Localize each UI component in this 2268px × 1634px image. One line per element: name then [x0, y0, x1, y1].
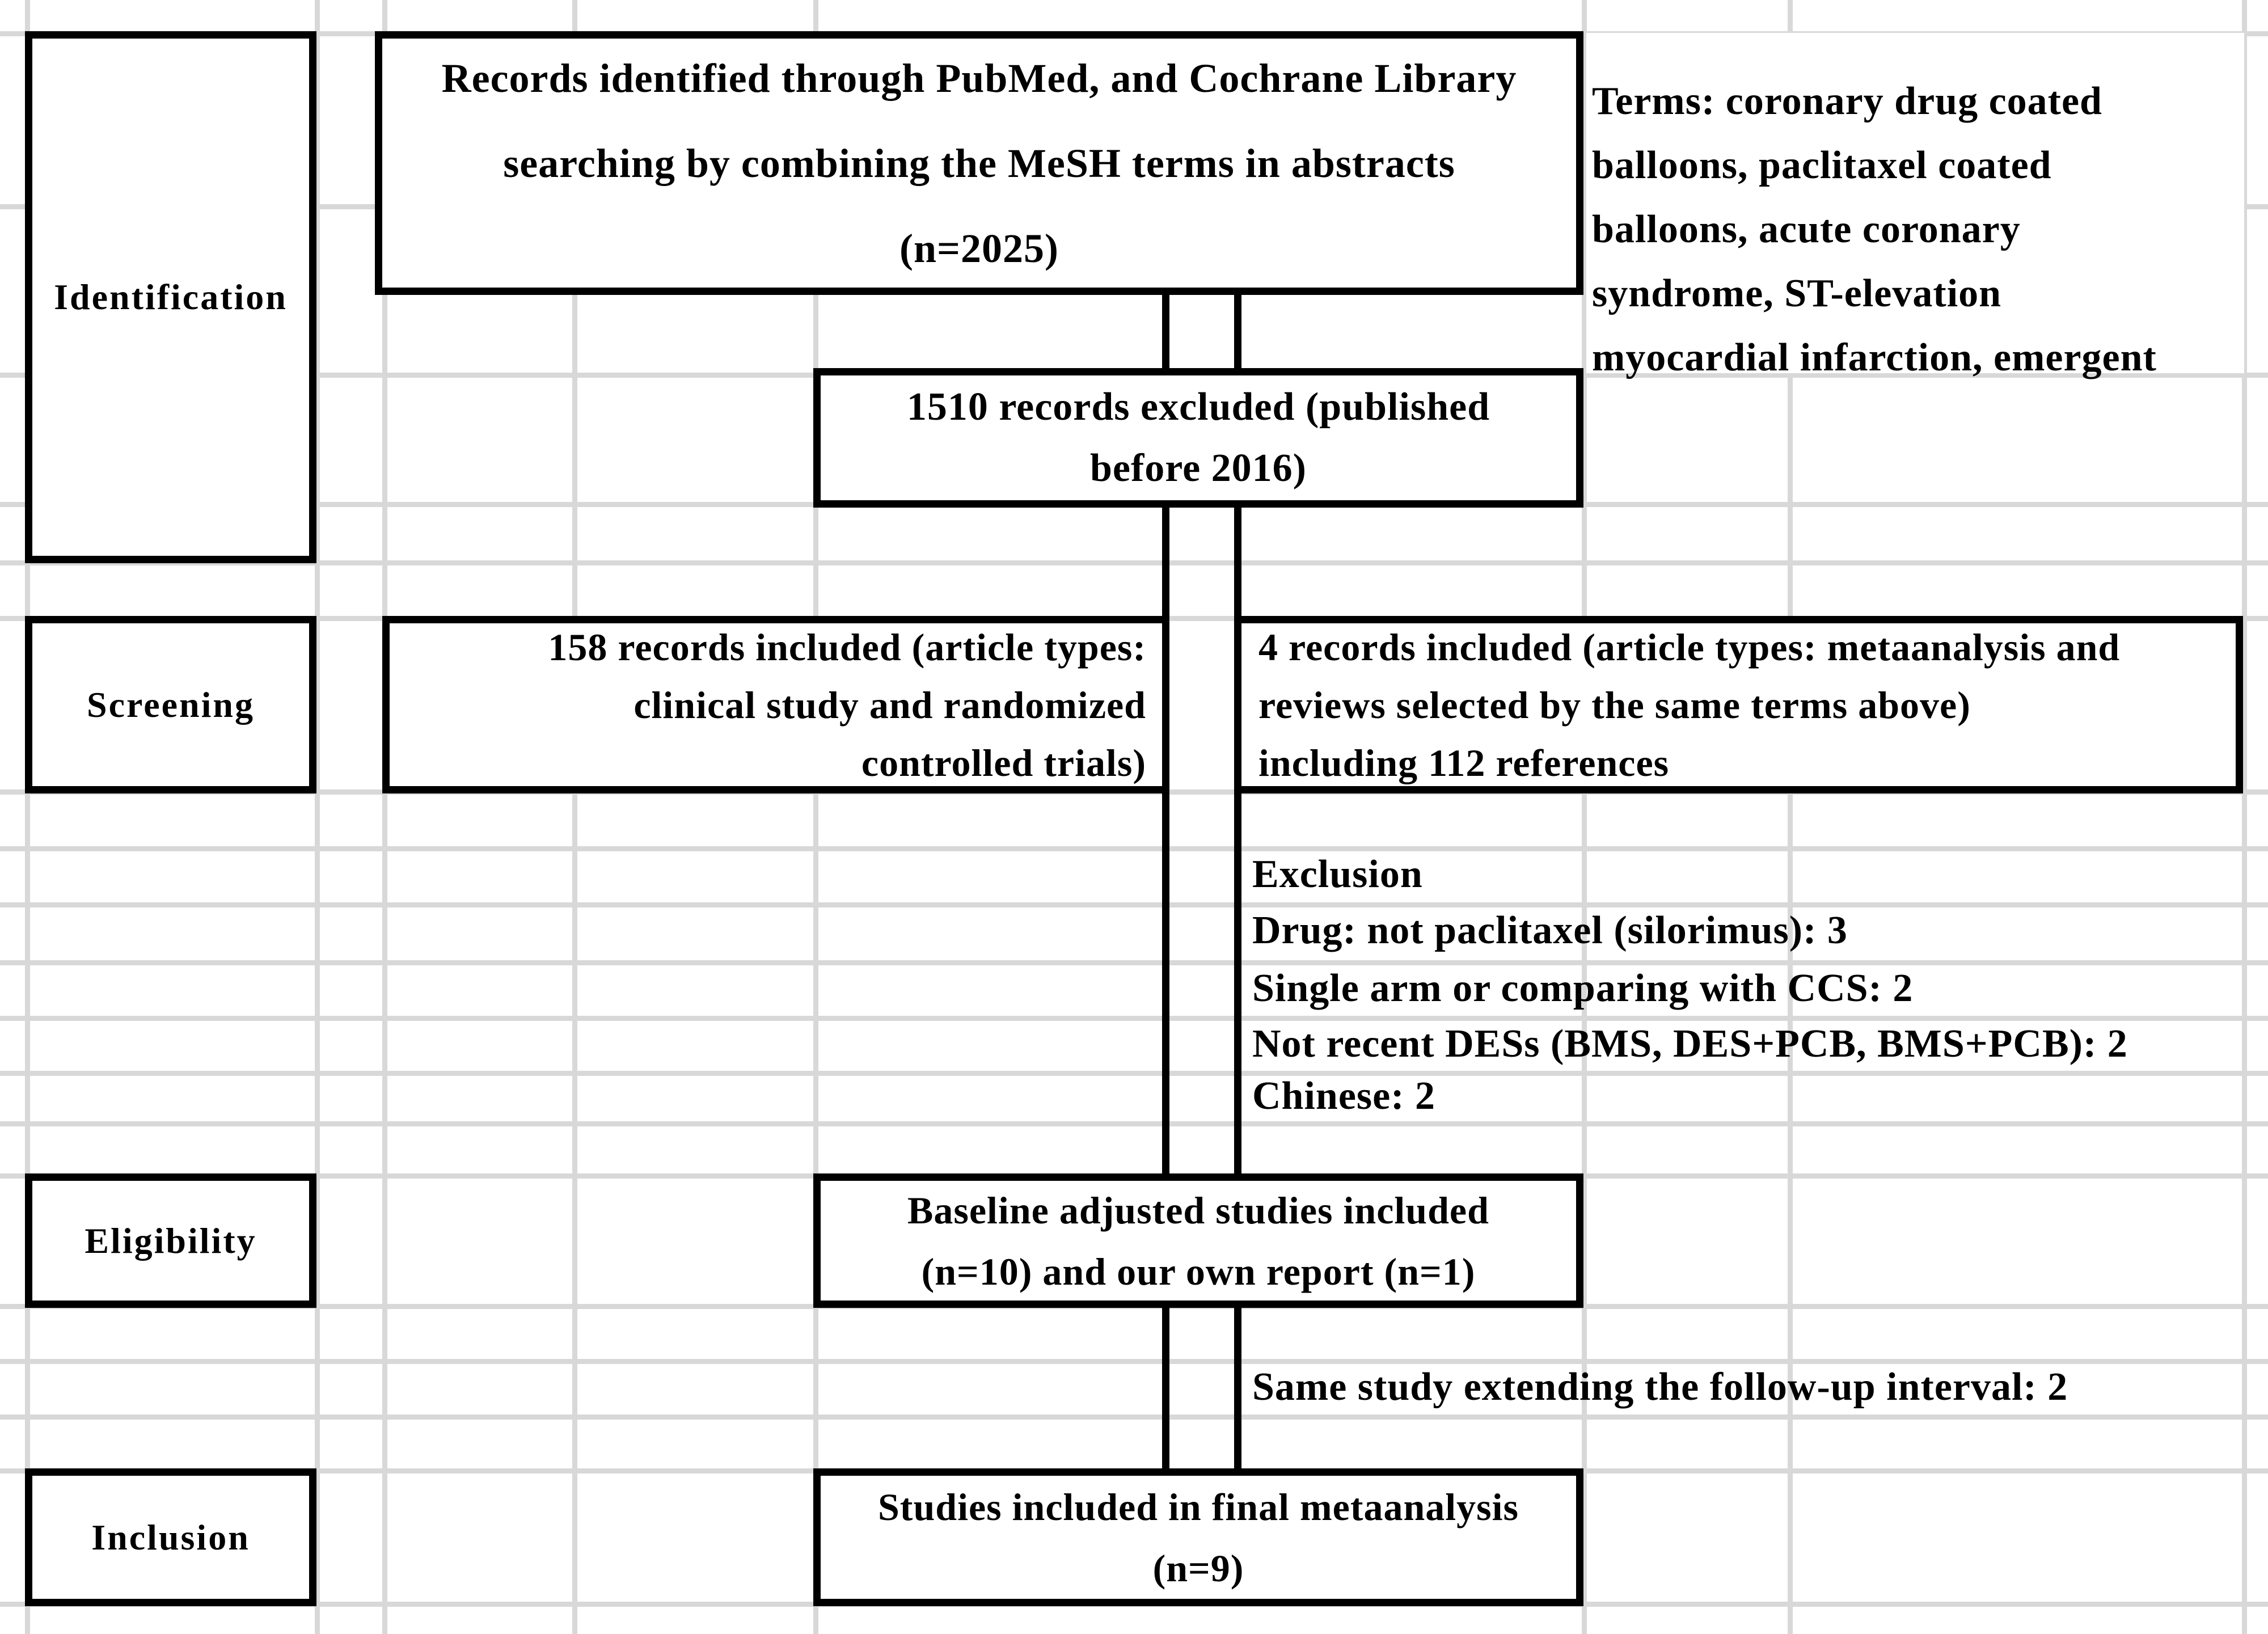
connector-line-left-bottom — [1162, 1307, 1169, 1470]
records-included-meta-line3: including 112 references — [1258, 741, 1670, 784]
baseline-adjusted-line1: Baseline adjusted studies included — [907, 1188, 1489, 1232]
grid-row-line — [0, 960, 2268, 965]
search-terms-line2: balloons, paclitaxel coated — [1592, 143, 2052, 187]
stage-box-eligibility: Eligibility — [25, 1173, 316, 1308]
grid-column-line — [813, 0, 818, 1634]
grid-column-line — [315, 0, 320, 1634]
grid-row-line — [0, 1415, 2268, 1420]
records-included-clinical-line3: controlled trials) — [861, 741, 1146, 784]
records-included-meta-line2: reviews selected by the same terms above… — [1258, 683, 1971, 727]
connector-line-right-bottom — [1234, 1307, 1241, 1470]
flow-box-baseline-adjusted: Baseline adjusted studies included (n=10… — [813, 1173, 1583, 1308]
grid-column-line — [572, 0, 577, 1634]
grid-row-line — [0, 1359, 2268, 1364]
grid-row-line — [0, 902, 2268, 907]
records-identified-line2: searching by combining the MeSH terms in… — [503, 140, 1455, 186]
records-excluded-line2: before 2016) — [1090, 446, 1307, 490]
grid-column-line — [25, 0, 30, 1634]
search-terms-line5: myocardial infarction, emergent — [1592, 336, 2157, 379]
stage-label-screening: Screening — [86, 684, 255, 725]
connector-line-right-top — [1234, 295, 1241, 369]
connector-line-right-upper-mid — [1234, 506, 1241, 617]
records-identified-line1: Records identified through PubMed, and C… — [441, 55, 1517, 101]
records-excluded-line1: 1510 records excluded (published — [906, 385, 1490, 429]
grid-column-line — [2242, 0, 2247, 1634]
grid-row-line — [0, 1016, 2268, 1021]
flow-box-records-included-clinical: 158 records included (article types: cli… — [382, 616, 1169, 793]
records-included-meta-line1: 4 records included (article types: metaa… — [1258, 625, 2121, 669]
records-included-clinical-line1: 158 records included (article types: — [548, 625, 1146, 669]
search-terms-line1: Terms: coronary drug coated — [1592, 79, 2102, 123]
stage-box-screening: Screening — [25, 616, 316, 793]
same-study-note: Same study extending the follow-up inter… — [1252, 1365, 2068, 1409]
records-included-clinical-line2: clinical study and randomized — [633, 683, 1146, 727]
grid-row-line — [0, 1121, 2268, 1126]
grid-column-line — [1582, 0, 1587, 1634]
flow-box-records-identified: Records identified through PubMed, and C… — [375, 31, 1583, 295]
grid-row-line — [0, 560, 2268, 565]
grid-row-line — [0, 1071, 2268, 1076]
connector-line-left-upper-mid — [1162, 506, 1169, 617]
stage-box-inclusion: Inclusion — [25, 1468, 316, 1606]
flow-box-final-metaanalysis: Studies included in final metaanalysis (… — [813, 1468, 1583, 1606]
search-terms-line3: balloons, acute coronary — [1592, 208, 2021, 251]
exclusion-item-not-recent-des: Not recent DESs (BMS, DES+PCB, BMS+PCB):… — [1252, 1022, 2128, 1066]
records-identified-count: (n=2025) — [899, 225, 1059, 271]
search-terms-note: Terms: coronary drug coated balloons, pa… — [1586, 33, 2244, 379]
search-terms-line4: syndrome, ST-elevation — [1592, 272, 2002, 315]
flow-box-records-included-meta: 4 records included (article types: metaa… — [1234, 616, 2243, 793]
exclusion-item-single-arm: Single arm or comparing with CCS: 2 — [1252, 966, 1914, 1010]
grid-column-line — [382, 0, 387, 1634]
baseline-adjusted-line2: (n=10) and our own report (n=1) — [921, 1249, 1476, 1293]
exclusion-heading: Exclusion — [1252, 852, 1423, 896]
stage-label-eligibility: Eligibility — [85, 1220, 257, 1261]
connector-line-right-lower-mid — [1234, 792, 1241, 1175]
exclusion-item-chinese: Chinese: 2 — [1252, 1074, 1436, 1118]
flow-box-records-excluded: 1510 records excluded (published before … — [813, 368, 1583, 508]
connector-line-left-lower-mid — [1162, 792, 1169, 1175]
connector-line-left-top — [1162, 295, 1169, 369]
grid-row-line — [0, 846, 2268, 851]
final-metaanalysis-line1: Studies included in final metaanalysis — [877, 1485, 1519, 1529]
stage-label-inclusion: Inclusion — [91, 1517, 250, 1557]
exclusion-item-drug: Drug: not paclitaxel (silorimus): 3 — [1252, 909, 1848, 952]
final-metaanalysis-count: (n=9) — [1152, 1546, 1244, 1590]
grid-column-line — [1788, 0, 1793, 1634]
stage-box-identification: Identification — [25, 31, 316, 563]
stage-label-identification: Identification — [54, 277, 288, 317]
